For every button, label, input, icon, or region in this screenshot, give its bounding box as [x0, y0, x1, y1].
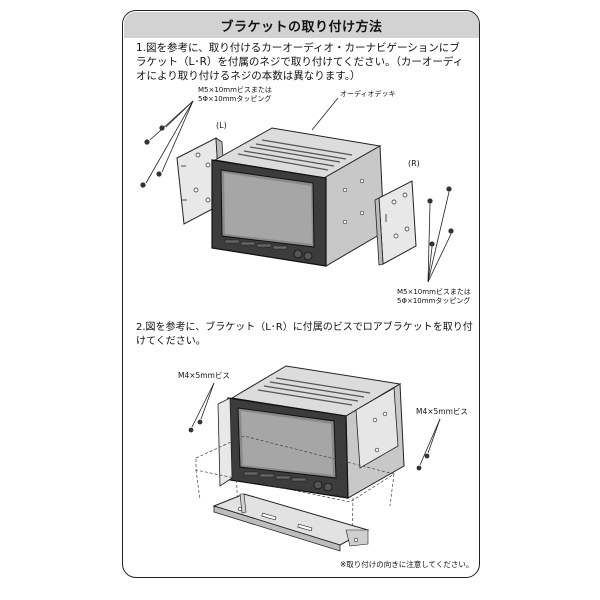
m4-label-left: M4×5mmビス	[178, 371, 230, 380]
screw-label-left-line1: M5×10mmビスまたは	[198, 86, 272, 94]
audio-deck-shape	[211, 127, 385, 267]
lower-bracket-shape	[212, 493, 370, 552]
screw-icon	[446, 186, 452, 192]
orientation-note: ※取り付けの向きに注意してください。	[340, 560, 474, 569]
screws-left	[140, 125, 165, 188]
m4-label-right: M4×5mmビス	[416, 407, 468, 416]
screw-icon	[159, 125, 165, 131]
screw-icon	[140, 182, 146, 188]
step1-text: 1.図を参考に、取り付けるカーオーディオ・カーナビゲーションにブラケット（L･R…	[136, 42, 464, 82]
audio-deck-label: オーディオデッキ	[340, 90, 396, 98]
screw-icon	[416, 465, 422, 471]
m4-leader-lines	[191, 382, 441, 466]
screw-label-left-line2: 5Φ×10mmタッピング	[198, 95, 272, 103]
screw-icon	[427, 198, 433, 204]
bracket-l-label: (L)	[216, 121, 227, 130]
screw-icon	[156, 171, 162, 177]
screw-icon	[144, 139, 150, 145]
bracket-r-label: (R)	[408, 159, 420, 168]
m4-screws	[188, 419, 430, 471]
screw-leader-lines-right	[427, 191, 452, 283]
screw-leader-lines-left	[145, 100, 194, 184]
screw-icon	[429, 241, 435, 247]
screw-label-right-line1: M5×10mmビスまたは	[397, 288, 471, 296]
screws-right	[427, 186, 454, 247]
screw-label-right-line2: 5Φ×10mmタッピング	[397, 297, 471, 305]
screw-icon	[197, 419, 203, 425]
bracket-right-shape	[374, 180, 417, 266]
audio-deck-shape-2	[217, 365, 405, 499]
page-title: ブラケットの取り付け方法	[124, 12, 479, 38]
step2-text: 2.図を参考に、ブラケット（L･R）に付属のビスでロアブラケットを取り付けてくだ…	[136, 322, 473, 347]
screw-icon	[424, 453, 430, 459]
screw-icon	[188, 427, 194, 433]
screw-icon	[448, 228, 454, 234]
